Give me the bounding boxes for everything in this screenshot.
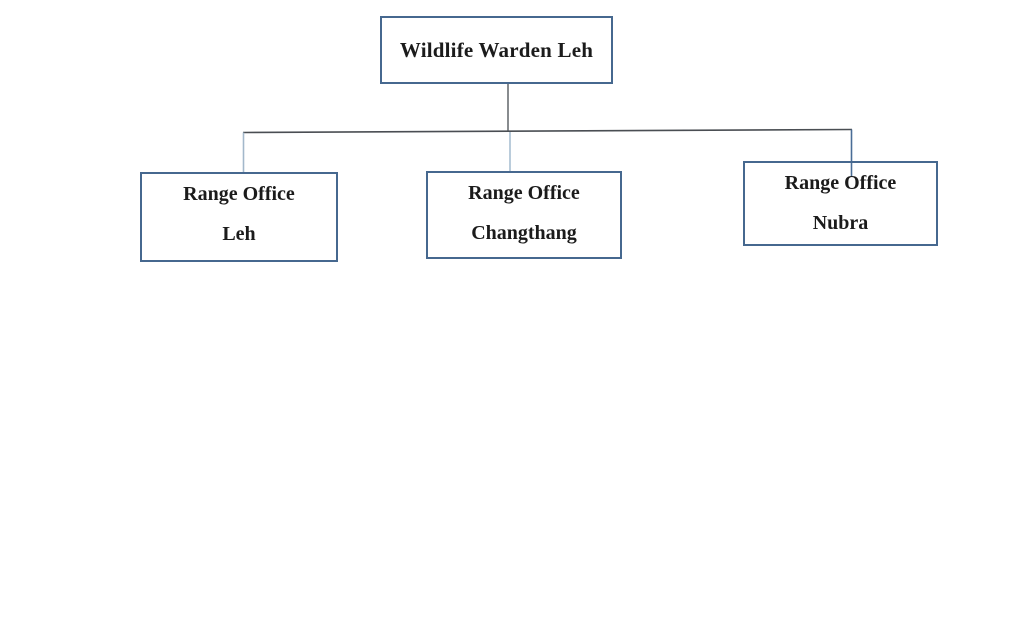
org-node-label-line2: Leh — [222, 223, 256, 245]
org-node-range-office-changthang: Range Office Changthang — [426, 171, 622, 259]
org-node-label-line1: Range Office — [784, 172, 897, 194]
org-node-wildlife-warden-leh: Wildlife Warden Leh — [380, 16, 613, 84]
org-node-label-line2: Changthang — [471, 222, 577, 244]
org-node-range-office-leh: Range Office Leh — [140, 172, 338, 262]
org-node-range-office-nubra: Range Office Nubra — [743, 161, 938, 246]
org-node-label: Wildlife Warden Leh — [399, 37, 594, 62]
connector-rail — [242, 128, 853, 134]
org-node-label-line2: Nubra — [812, 212, 869, 234]
org-node-label-line1: Range Office — [468, 182, 580, 204]
org-node-label-line1: Range Office — [183, 183, 295, 205]
